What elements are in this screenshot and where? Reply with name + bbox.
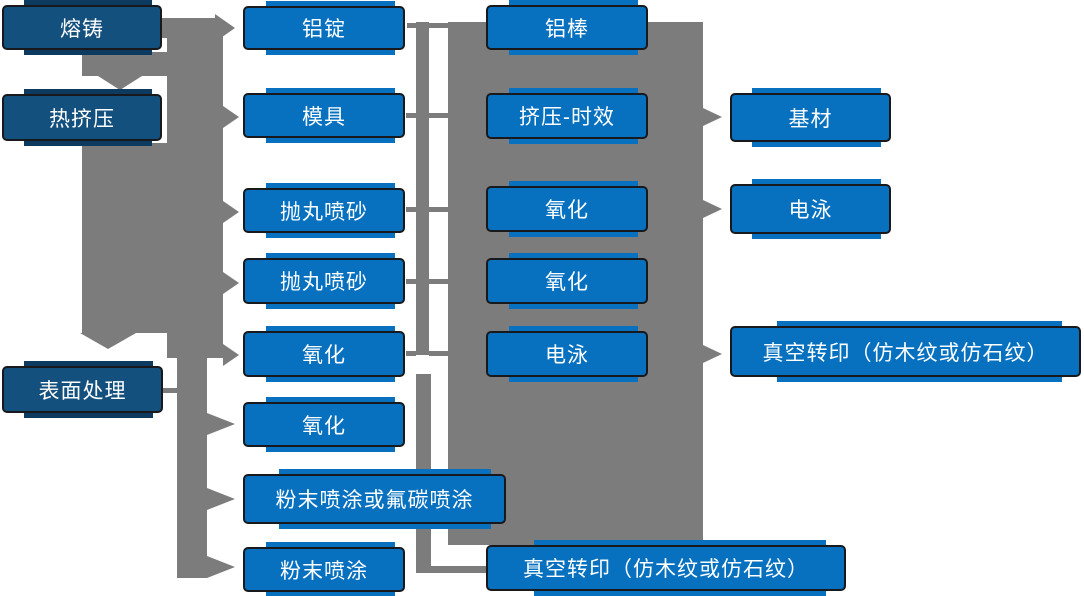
node-oxidation-2: 氧化 — [243, 397, 405, 452]
link-shot-blasting-1-to-block-stub — [429, 207, 448, 212]
arrow-to-shot-blasting-1 — [223, 201, 239, 223]
node-oxidation-3: 氧化 — [486, 181, 648, 237]
connector-ingot-to-block-link — [407, 23, 448, 28]
node-powder-coating: 粉末喷涂 — [243, 542, 405, 596]
node-vacuum-transfer-print-2: 真空转印（仿木纹或仿石纹） — [730, 321, 1081, 382]
link-mold-stub — [406, 113, 416, 118]
node-aluminum-ingot: 铝锭 — [243, 1, 405, 55]
node-electrophoresis-2: 电泳 — [730, 179, 891, 239]
arrow-to-electrophoresis-output — [703, 200, 722, 218]
link-shot-blasting-1-stub — [406, 207, 416, 212]
node-shot-blasting-2: 抛丸喷砂 — [243, 253, 405, 309]
connector-melting-to-ingot-bar — [162, 18, 215, 38]
connector-melting-down-bar — [82, 52, 167, 76]
link-oxidation-1-to-block-stub — [429, 351, 448, 356]
connector-to-vacuum-transfer-foot — [416, 566, 487, 573]
arrow-down-to-surface-treatment — [80, 333, 136, 349]
link-oxidation-1-stub — [406, 351, 416, 356]
node-mold: 模具 — [243, 88, 405, 143]
node-oxidation-4: 氧化 — [486, 253, 648, 309]
link-shot-blasting-2-to-block-stub — [429, 279, 448, 284]
arrow-to-powder-coating — [207, 556, 235, 578]
node-oxidation-1: 氧化 — [243, 326, 405, 382]
link-mold-to-block-stub — [429, 113, 448, 118]
arrow-to-base-material — [703, 108, 722, 126]
arrow-to-mold — [223, 106, 239, 128]
arrow-down-to-hot-extrusion — [98, 76, 142, 90]
arrow-to-vacuum-transfer-output — [703, 345, 722, 363]
node-hot-extrusion: 热挤压 — [2, 89, 162, 146]
arrow-to-oxidation-2 — [207, 413, 235, 435]
arrow-to-powder-fluorocarbon-coating — [207, 488, 235, 510]
connector-surface-treatment-stub — [163, 388, 177, 393]
node-melting-casting: 熔铸 — [2, 0, 162, 55]
connector-surface-branch-column — [177, 358, 207, 578]
arrow-to-shot-blasting-2 — [223, 272, 239, 294]
node-vacuum-transfer-print-1: 真空转印（仿木纹或仿石纹） — [486, 540, 846, 596]
node-extrusion-aging: 挤压-时效 — [486, 88, 648, 144]
connector-extrusion-down-bar — [82, 143, 167, 333]
link-shot-blasting-2-stub — [406, 279, 416, 284]
node-surface-treatment: 表面处理 — [2, 361, 163, 418]
connector-middle-bus-upper — [416, 22, 429, 355]
node-aluminum-rod: 铝棒 — [486, 0, 648, 55]
connector-main-branch-column — [167, 22, 223, 358]
node-powder-or-fluorocarbon-coating: 粉末喷涂或氟碳喷涂 — [243, 469, 506, 529]
arrow-to-oxidation-1 — [223, 344, 239, 366]
node-electrophoresis-1: 电泳 — [486, 326, 648, 382]
arrow-to-aluminum-ingot — [215, 14, 235, 42]
node-base-material: 基材 — [730, 88, 891, 147]
node-shot-blasting-1: 抛丸喷砂 — [243, 183, 405, 238]
